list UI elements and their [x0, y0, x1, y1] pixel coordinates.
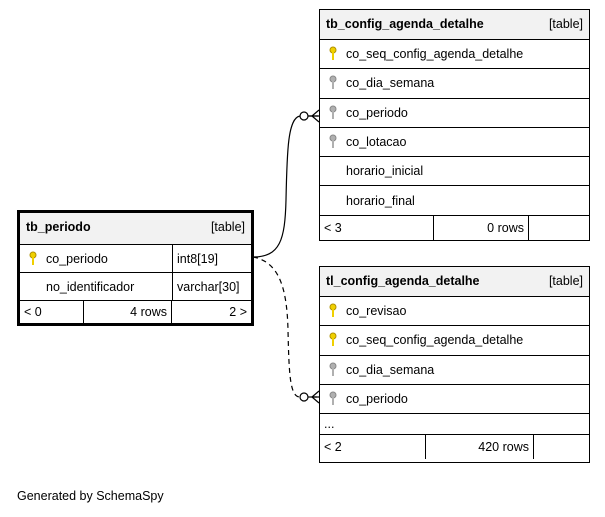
table-kind: [table]	[210, 220, 245, 234]
column-row[interactable]: horario_final	[320, 186, 589, 216]
table-tb-config-agenda-detalhe[interactable]: tb_config_agenda_detalhe [table] co_seq_…	[319, 9, 590, 241]
column-name: co_revisao	[346, 304, 407, 319]
table-name: tl_config_agenda_detalhe	[326, 274, 480, 288]
index-key-icon	[320, 391, 346, 407]
column-name: horario_inicial	[346, 164, 424, 179]
edge-dashed-tb-periodo-to-tl-config	[252, 256, 318, 398]
column-name: co_seq_config_agenda_detalhe	[346, 47, 524, 62]
table-kind: [table]	[548, 17, 583, 31]
row-count: 420 rows	[426, 435, 534, 460]
table-header: tb_periodo [table]	[20, 213, 251, 245]
column-name: co_seq_config_agenda_detalhe	[346, 333, 524, 348]
column-row[interactable]: co_periodo int8[19]	[20, 245, 251, 273]
primary-key-icon	[320, 46, 346, 62]
children-link[interactable]: 2 >	[229, 305, 247, 319]
table-footer: < 3 0 rows	[320, 215, 589, 240]
column-name: co_periodo	[346, 392, 408, 407]
crowfoot-marker-tb-config	[299, 109, 320, 123]
index-key-icon	[320, 105, 346, 121]
primary-key-icon	[320, 303, 346, 319]
table-footer: < 2 420 rows	[320, 435, 589, 460]
column-name: co_periodo	[46, 251, 108, 266]
column-row[interactable]: no_identificador varchar[30]	[20, 273, 251, 301]
index-key-icon	[320, 362, 346, 378]
children-link[interactable]	[534, 435, 589, 459]
column-row[interactable]: co_dia_semana	[320, 69, 589, 99]
children-link[interactable]	[529, 216, 589, 240]
generator-credit: Generated by SchemaSpy	[17, 489, 164, 503]
table-header: tl_config_agenda_detalhe [table]	[320, 267, 589, 297]
ellipsis: ...	[324, 417, 335, 432]
table-name: tb_config_agenda_detalhe	[326, 17, 484, 31]
table-tb-periodo[interactable]: tb_periodo [table] co_periodo int8[19] n…	[17, 210, 254, 326]
column-row[interactable]: co_periodo	[320, 99, 589, 128]
column-name: co_dia_semana	[346, 362, 435, 377]
column-row[interactable]: co_dia_semana	[320, 356, 589, 385]
parents-link[interactable]: < 0	[20, 301, 84, 323]
table-tl-config-agenda-detalhe[interactable]: tl_config_agenda_detalhe [table] co_revi…	[319, 266, 590, 463]
column-name: horario_final	[346, 193, 415, 208]
column-name: co_periodo	[346, 105, 408, 120]
column-type: int8[19]	[172, 245, 251, 272]
column-name: co_lotacao	[346, 135, 407, 150]
table-kind: [table]	[548, 274, 583, 288]
column-row[interactable]: co_seq_config_agenda_detalhe	[320, 326, 589, 356]
column-row[interactable]: co_revisao	[320, 297, 589, 327]
index-key-icon	[320, 75, 346, 91]
primary-key-icon	[320, 332, 346, 348]
primary-key-icon	[20, 251, 46, 267]
more-columns: ...	[320, 414, 589, 436]
table-footer: < 0 4 rows 2 >	[20, 301, 251, 323]
column-name: no_identificador	[46, 279, 135, 294]
index-key-icon	[320, 134, 346, 150]
column-type: varchar[30]	[172, 273, 251, 300]
column-row[interactable]: co_seq_config_agenda_detalhe	[320, 40, 589, 70]
parents-link[interactable]: < 3	[320, 215, 434, 240]
crowfoot-marker-tl-config	[299, 390, 320, 404]
column-row[interactable]: co_periodo	[320, 385, 589, 415]
row-count: 4 rows	[84, 301, 172, 323]
column-row[interactable]: co_lotacao	[320, 128, 589, 158]
table-header: tb_config_agenda_detalhe [table]	[320, 10, 589, 40]
row-count: 0 rows	[434, 215, 529, 240]
table-name: tb_periodo	[26, 220, 91, 234]
parents-link[interactable]: < 2	[320, 435, 426, 460]
column-name: co_dia_semana	[346, 76, 435, 91]
edge-solid-tb-periodo-to-tb-config	[252, 115, 318, 258]
column-row[interactable]: horario_inicial	[320, 157, 589, 187]
